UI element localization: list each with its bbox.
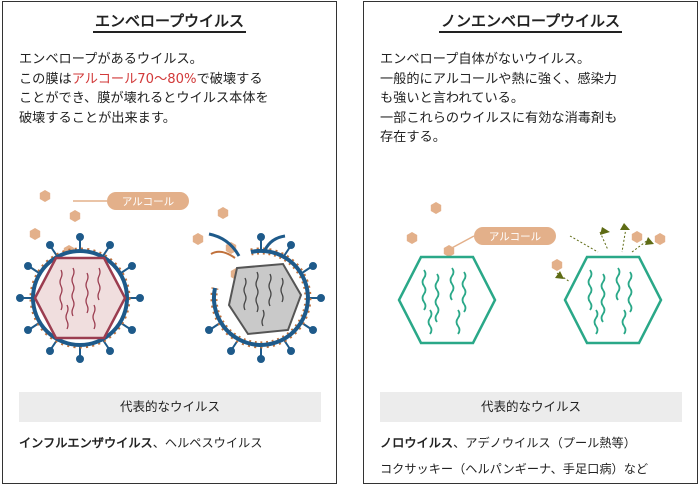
alcohol-molecules: [29, 190, 242, 280]
non-envelope-virus-examples: ノロウイルス、アデノウイルス（プール熱等） コクサッキー（ヘルパンギーナ、手足口…: [380, 436, 649, 476]
alcohol-molecule: [69, 210, 81, 222]
capsid: [563, 255, 663, 345]
alcohol-molecule: [225, 242, 237, 254]
non-envelope-virus-diagram: アルコール: [397, 202, 666, 345]
alcohol-molecule: [406, 232, 418, 244]
genome-strands: [59, 267, 101, 330]
alcohol-molecule: [29, 228, 41, 240]
non-envelope-title: ノンエンベロープウイルス: [364, 10, 697, 33]
envelope-spikes: [16, 233, 144, 363]
alcohol-tag-label: アルコール: [489, 231, 541, 243]
repel-arrows: [556, 227, 649, 283]
representative-virus-heading: 代表的なウイルス: [380, 392, 682, 422]
alcohol-molecule: [654, 233, 666, 245]
intact-non-envelope-virus: [397, 255, 497, 345]
envelope-virus-examples: インフルエンザウイルス、ヘルペスウイルス: [19, 436, 263, 450]
capsid: [397, 255, 497, 345]
non-envelope-virus-panel: ノンエンベロープウイルス エンベロープ自体がないウイルス。 一般的にアルコールや…: [363, 1, 698, 484]
alcohol-molecule: [631, 231, 643, 243]
intact-envelope-virus: [16, 233, 144, 363]
alcohol-tag: アルコール: [447, 227, 556, 251]
alcohol-tag-label: アルコール: [122, 196, 174, 208]
resistant-non-envelope-virus: [555, 223, 663, 345]
alcohol-molecules: [406, 202, 666, 271]
envelope-virus-diagram: アルコール: [16, 190, 325, 363]
alcohol-molecule: [443, 245, 455, 257]
broken-envelope-virus: [205, 232, 325, 363]
capsid: [33, 256, 127, 340]
alcohol-molecule: [430, 202, 442, 214]
genome-strands: [421, 267, 467, 335]
alcohol-molecule: [39, 190, 51, 202]
alcohol-molecule: [217, 207, 229, 219]
damaged-capsid: [227, 262, 303, 336]
alcohol-concentration-highlight: アルコール70～80%: [71, 71, 197, 87]
envelope-description: エンベロープがあるウイルス。 この膜はアルコール70～80%で破壊する ことがで…: [19, 52, 269, 126]
alcohol-molecule: [192, 233, 204, 245]
envelope-title: エンベロープウイルス: [3, 10, 336, 33]
non-envelope-description: エンベロープ自体がないウイルス。 一般的にアルコールや熱に強く、感染力 も強いと…: [380, 52, 618, 145]
representative-virus-heading: 代表的なウイルス: [19, 392, 321, 422]
alcohol-tag: アルコール: [73, 192, 189, 210]
envelope-virus-panel: エンベロープウイルス エンベロープがあるウイルス。 この膜はアルコール70～80…: [2, 1, 337, 484]
alcohol-molecule: [551, 259, 563, 271]
